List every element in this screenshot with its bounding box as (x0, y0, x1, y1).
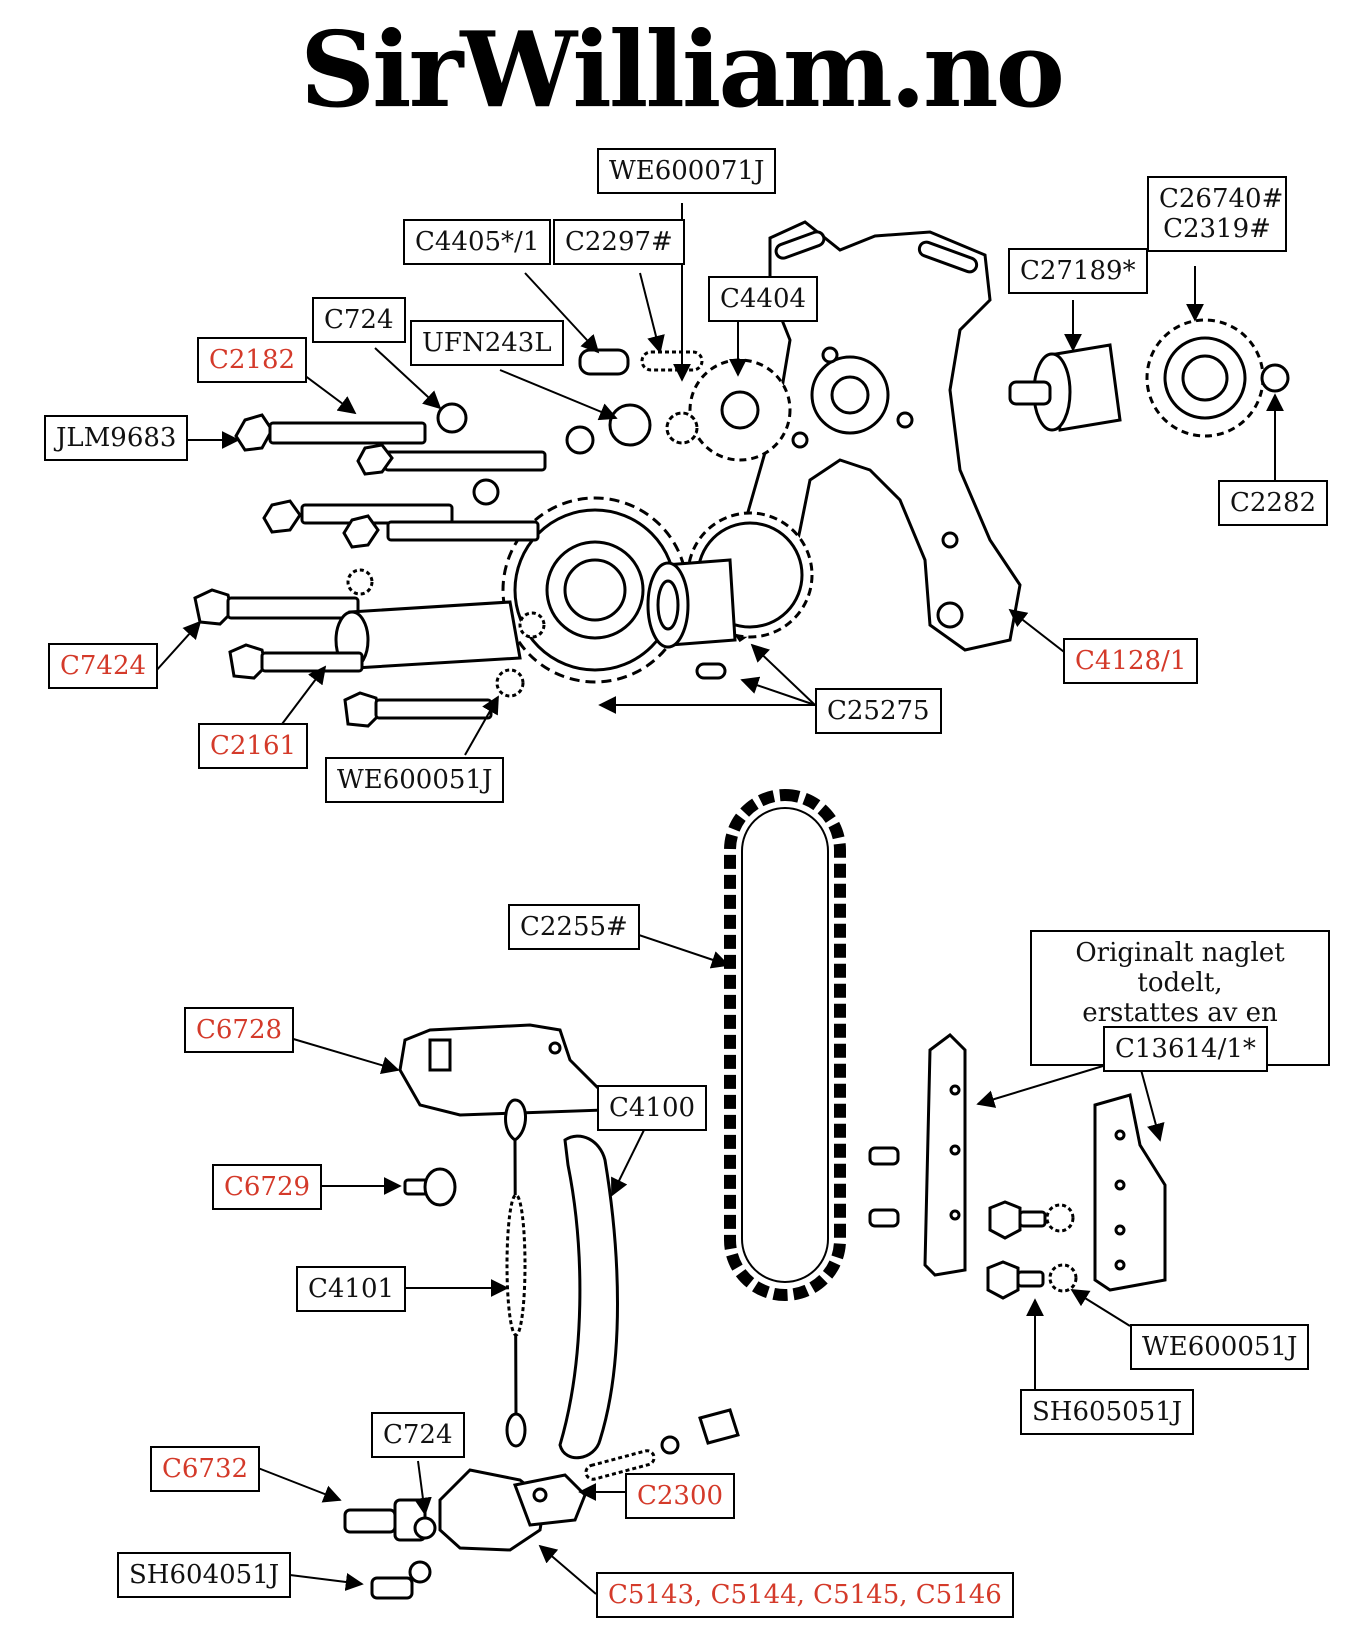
washer-c724-lower (413, 1516, 437, 1540)
label-c724-top: C724 (312, 297, 406, 343)
lockwasher-we600071j (665, 411, 699, 445)
label-c2319: C2319# (1163, 214, 1271, 244)
label-c2297: C2297# (553, 219, 685, 265)
label-c26740: C26740# (1159, 184, 1284, 214)
label-jlm9683: JLM9683 (44, 415, 189, 461)
label-c4101: C4101 (296, 1266, 407, 1312)
note-line-1: Originalt naglet todelt, (1075, 938, 1285, 998)
pad-c4405 (578, 348, 630, 376)
bolt-lower (343, 691, 493, 728)
bolt-sh604051j (370, 1560, 432, 1600)
label-c2182: C2182 (197, 337, 308, 383)
label-sh604051j: SH604051J (117, 1552, 292, 1598)
key-c25275 (695, 662, 727, 680)
label-we600051j-top: WE600051J (325, 757, 505, 803)
site-title: SirWilliam.no (299, 8, 1065, 131)
nut-c2282 (1260, 363, 1290, 393)
slipper-c4100 (558, 1134, 619, 1460)
label-we600071j: WE600071J (597, 148, 777, 194)
label-sh605051j: SH605051J (1020, 1389, 1195, 1435)
timing-chain-c2255 (724, 789, 846, 1301)
label-c6728: C6728 (184, 1007, 295, 1053)
label-c724-bottom: C724 (371, 1412, 465, 1458)
nut-ufn243l (608, 403, 652, 447)
lockwasher-we600051j (495, 668, 525, 698)
label-c4405: C4405*/1 (403, 219, 552, 265)
label-c2300: C2300 (625, 1473, 736, 1519)
bolt-c2161 (228, 643, 364, 680)
label-ufn243l: UFN243L (410, 320, 564, 366)
label-c6732: C6732 (150, 1446, 261, 1492)
tensioner-plunger (698, 1408, 740, 1445)
spring-c2297 (640, 350, 704, 372)
spring-c2300 (584, 1449, 656, 1481)
label-c4404: C4404 (708, 276, 819, 322)
label-c25275: C25275 (815, 688, 942, 734)
label-c4100: C4100 (597, 1085, 708, 1131)
label-c27189: C27189* (1008, 248, 1148, 294)
label-c4128: C4128/1 (1063, 638, 1199, 684)
label-c13614: C13614/1* (1103, 1026, 1268, 1072)
rod-c4101 (504, 1098, 527, 1421)
spacer-tube (348, 600, 522, 670)
guide-c13614-left (923, 1033, 967, 1277)
label-c2282: C2282 (1218, 480, 1329, 526)
label-c5143: C5143, C5144, C5145, C5146 (596, 1572, 1014, 1618)
bolt-jlm9683 (234, 413, 427, 452)
washer-c724 (436, 402, 468, 434)
guide-c13614-right (1093, 1093, 1167, 1292)
pin-c6729 (403, 1167, 457, 1207)
washer-we600051j-lower (1048, 1263, 1078, 1293)
label-we600051j-bottom: WE600051J (1130, 1324, 1310, 1370)
bolt-sh605051j (988, 1200, 1022, 1240)
label-c7424: C7424 (48, 643, 159, 689)
bolt-c7424 (193, 588, 360, 626)
adjuster-c6732 (343, 1498, 427, 1542)
stud-upper (383, 450, 547, 472)
note-box: Originalt naglet todelt, erstattes av en… (1030, 930, 1330, 1066)
label-c2255: C2255# (508, 904, 640, 950)
label-c2161: C2161 (198, 723, 309, 769)
label-c6729: C6729 (212, 1164, 323, 1210)
label-c26740-c2319: C26740# C2319# (1147, 176, 1287, 252)
